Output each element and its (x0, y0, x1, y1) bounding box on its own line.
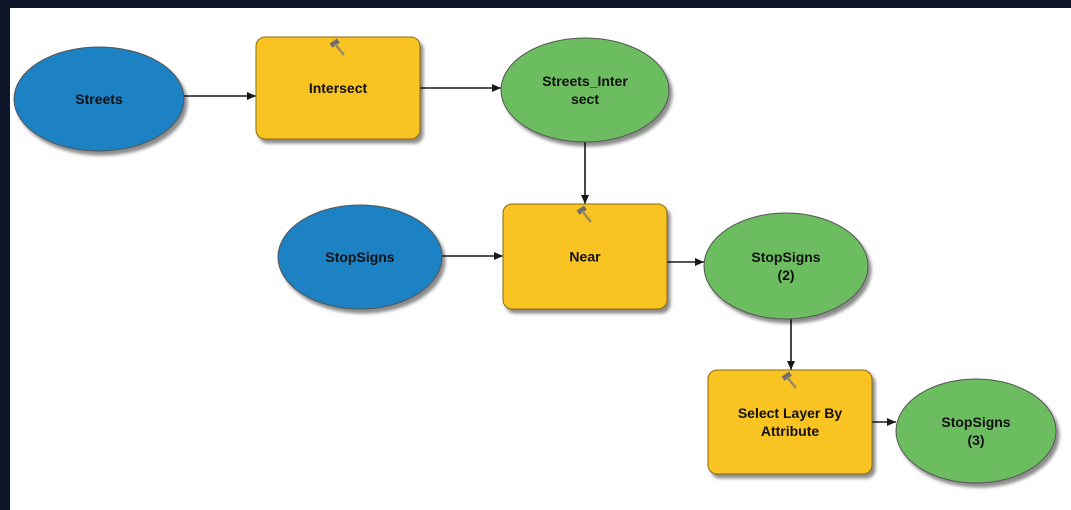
node-streets[interactable]: Streets (13, 46, 185, 152)
input-data-ellipse[interactable] (277, 204, 443, 310)
derived-data-ellipse[interactable] (703, 212, 869, 320)
input-data-ellipse[interactable] (13, 46, 185, 152)
derived-data-ellipse[interactable] (500, 37, 670, 143)
connectors (184, 84, 896, 426)
node-stopsigns2[interactable]: StopSigns (2) (703, 212, 869, 320)
node-intersect[interactable]: Intersect (255, 36, 421, 140)
tool-box[interactable] (255, 36, 421, 140)
node-label: sect (571, 91, 599, 107)
node-label: (2) (777, 267, 794, 283)
nodes: Streets Intersect Streets_IntersectStopSig… (13, 36, 1057, 484)
node-label: StopSigns (325, 249, 394, 265)
node-label: Attribute (761, 423, 820, 439)
tool-box[interactable] (707, 369, 873, 475)
hammer-icon (781, 371, 797, 389)
model-diagram: Streets Intersect Streets_IntersectStopSig… (13, 36, 1057, 484)
node-label: Select Layer By (738, 405, 842, 421)
node-label: StopSigns (941, 414, 1010, 430)
node-stopsigns3[interactable]: StopSigns (3) (895, 378, 1057, 484)
node-streets-intersect[interactable]: Streets_Intersect (500, 37, 670, 143)
node-label: (3) (967, 432, 984, 448)
tool-box[interactable] (502, 203, 668, 310)
node-label: Intersect (309, 80, 368, 96)
node-label: Streets_Inter (542, 73, 628, 89)
node-select-layer[interactable]: Select Layer By Attribute (707, 369, 873, 475)
node-label: Streets (75, 91, 123, 107)
node-label: StopSigns (751, 249, 820, 265)
node-stopsigns[interactable]: StopSigns (277, 204, 443, 310)
hammer-icon (329, 38, 345, 56)
hammer-icon (576, 205, 592, 223)
node-label: Near (569, 249, 601, 265)
derived-data-ellipse[interactable] (895, 378, 1057, 484)
node-near[interactable]: Near (502, 203, 668, 310)
